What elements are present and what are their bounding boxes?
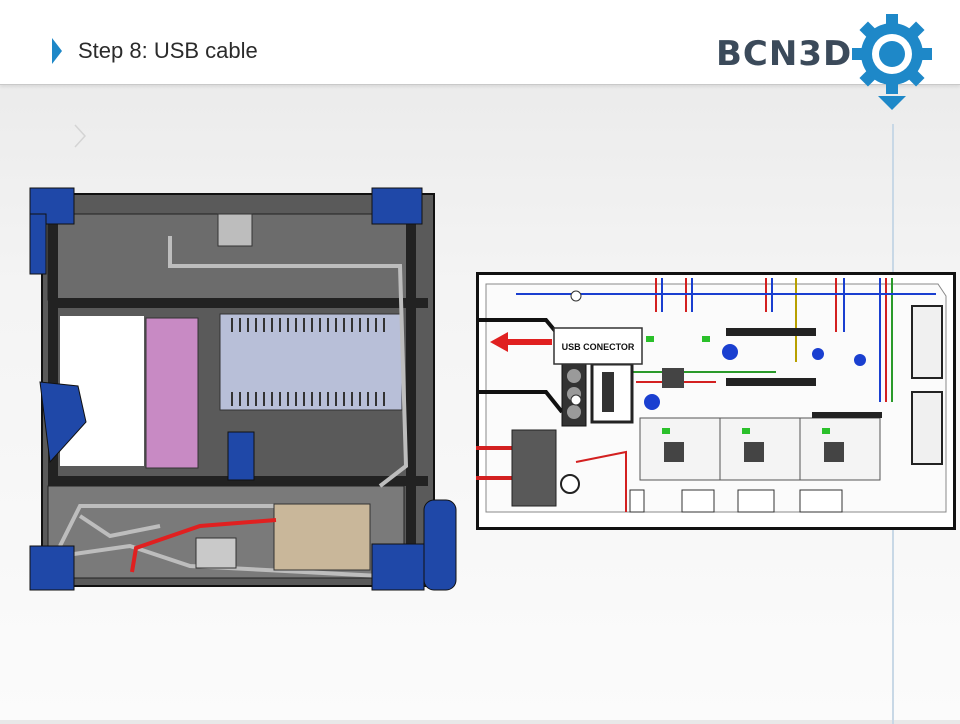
gear-icon xyxy=(852,14,932,110)
slide-header: Step 8: USB cable BCN3D xyxy=(0,0,960,110)
chevron-right-icon xyxy=(52,38,62,64)
usb-connector-label: USB CONECTOR xyxy=(562,342,635,352)
slide-title: Step 8: USB cable xyxy=(78,38,258,63)
arrow-left-icon xyxy=(490,332,552,352)
printer-illustration xyxy=(29,187,457,591)
logo-text: BCN3D xyxy=(716,34,853,74)
electronics-board-diagram: USB CONECTOR xyxy=(476,272,956,530)
chevron-right-icon xyxy=(74,124,86,148)
